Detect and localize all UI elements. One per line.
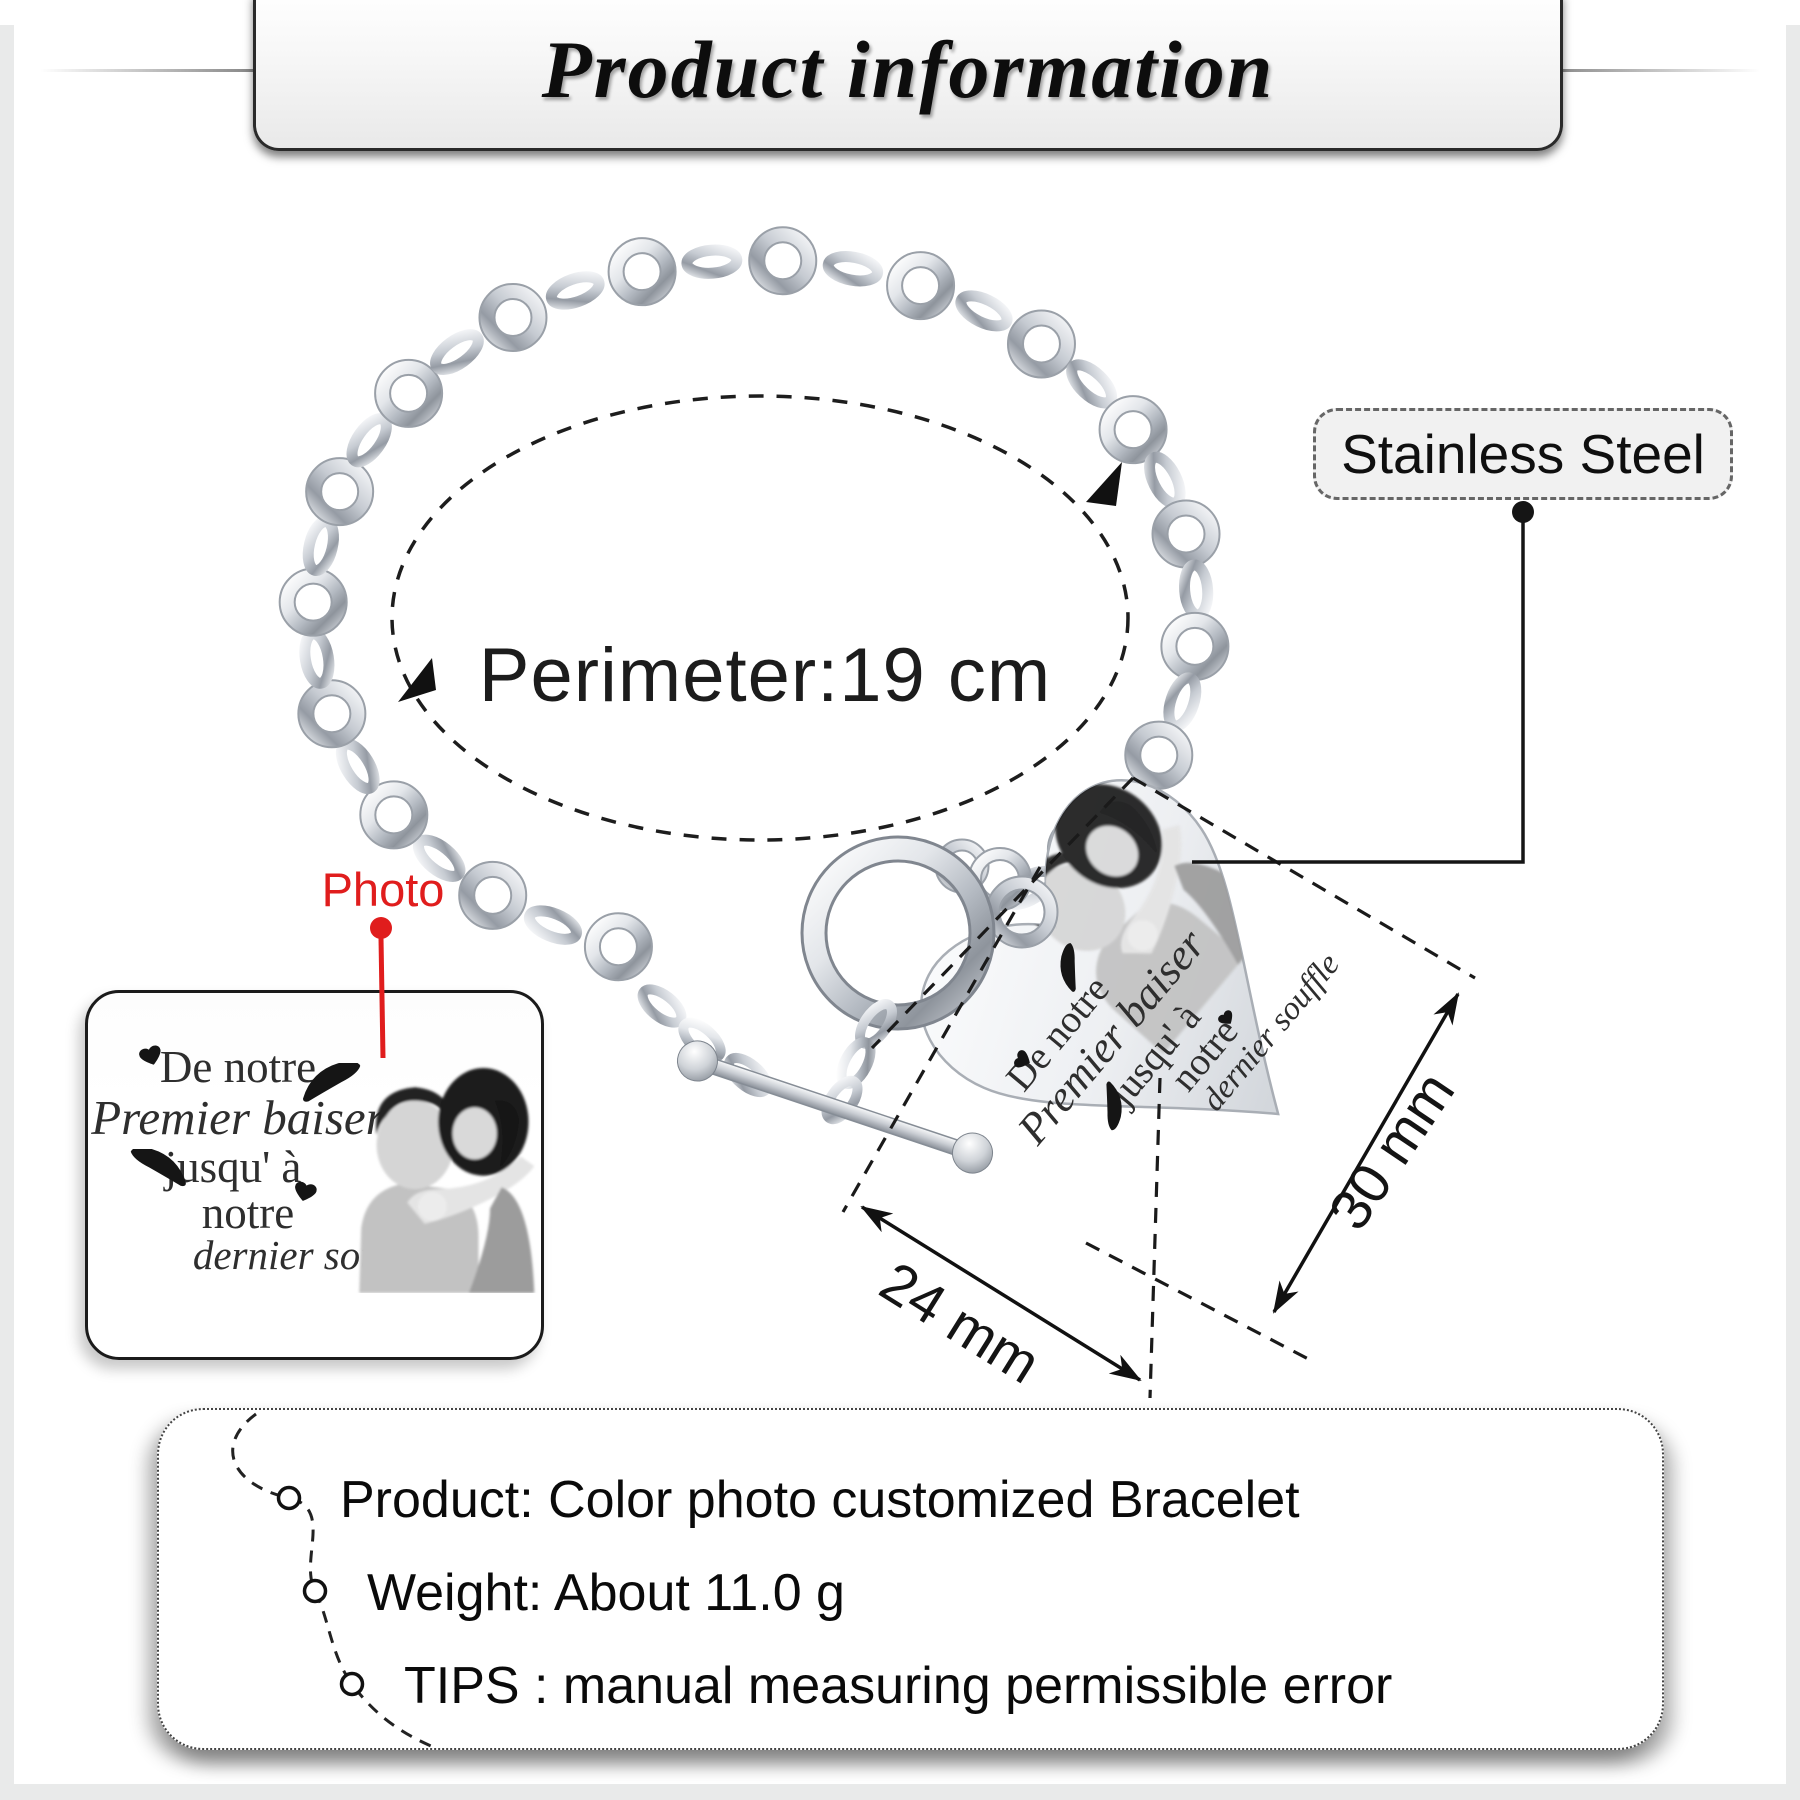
page-frame-right: [1786, 25, 1800, 1800]
engraving-line-4: notre: [201, 1188, 295, 1238]
engraving-line-3: jusqu' à: [164, 1142, 302, 1192]
heart-engraving-line-4: notre: [1162, 1010, 1246, 1099]
pendant-width-label: 24 mm: [869, 1249, 1051, 1397]
material-label: Stainless Steel: [1341, 423, 1705, 485]
engraving-detail-plate: De notre Premier baiser jusqu' à notre d…: [85, 990, 544, 1360]
t-bar: [676, 1040, 994, 1174]
heart-charm: De notre Premier baiser jusqu' à notre d…: [919, 746, 1347, 1154]
couple-photo: [344, 1043, 540, 1293]
feather-icon: [1088, 1080, 1135, 1132]
toggle-clasp: [637, 835, 1059, 1174]
heart-engraving-line-2: Premier baiser: [1007, 919, 1215, 1154]
o-ring: [800, 835, 996, 1031]
circle-bullet-icon: [339, 1671, 365, 1697]
page-frame-left: [0, 25, 14, 1800]
title-banner: Product information: [253, 0, 1563, 151]
photo-callout-label: Photo: [321, 863, 445, 916]
product-info-box: Product: Color photo customized Bracelet…: [157, 1408, 1664, 1750]
engraving-line-1: De notre: [159, 1042, 317, 1092]
engraving-line-2: Premier baiser: [91, 1090, 385, 1145]
perimeter-ellipse: [390, 394, 1130, 842]
page-title: Product information: [541, 24, 1275, 115]
material-callout-line: [1192, 501, 1534, 864]
heart-engraving-line-5: dernier souffle: [1195, 947, 1347, 1118]
info-item-weight: Weight: About 11.0 g: [367, 1564, 845, 1622]
material-callout-box: Stainless Steel: [1313, 408, 1733, 500]
pendant-height-label: 30 mm: [1316, 1060, 1468, 1242]
circle-bullet-icon: [302, 1578, 328, 1604]
callout-dot-icon: [1512, 501, 1534, 523]
heart-engraving-line-1: De notre: [998, 968, 1118, 1099]
arrowhead-icon: [1086, 462, 1122, 506]
circle-bullet-icon: [276, 1485, 302, 1511]
heart-photo: [980, 758, 1282, 1054]
info-item-tips: TIPS : manual measuring permissible erro…: [404, 1657, 1393, 1715]
info-item-product: Product: Color photo customized Bracelet: [340, 1471, 1300, 1529]
perimeter-label: Perimeter:19 cm: [478, 633, 1052, 718]
dashed-curve: [231, 1412, 432, 1748]
info-connector-curve: [231, 1412, 432, 1748]
heart-icon: [1216, 1008, 1237, 1029]
callout-dot-icon: [370, 917, 392, 939]
feather-icon: [1048, 941, 1094, 993]
heart-icon: [1012, 1048, 1034, 1072]
heart-engraving-line-3: jusqu' à: [1099, 996, 1209, 1116]
page-frame-bottom: [0, 1784, 1800, 1800]
feather-icon: [130, 1149, 186, 1187]
